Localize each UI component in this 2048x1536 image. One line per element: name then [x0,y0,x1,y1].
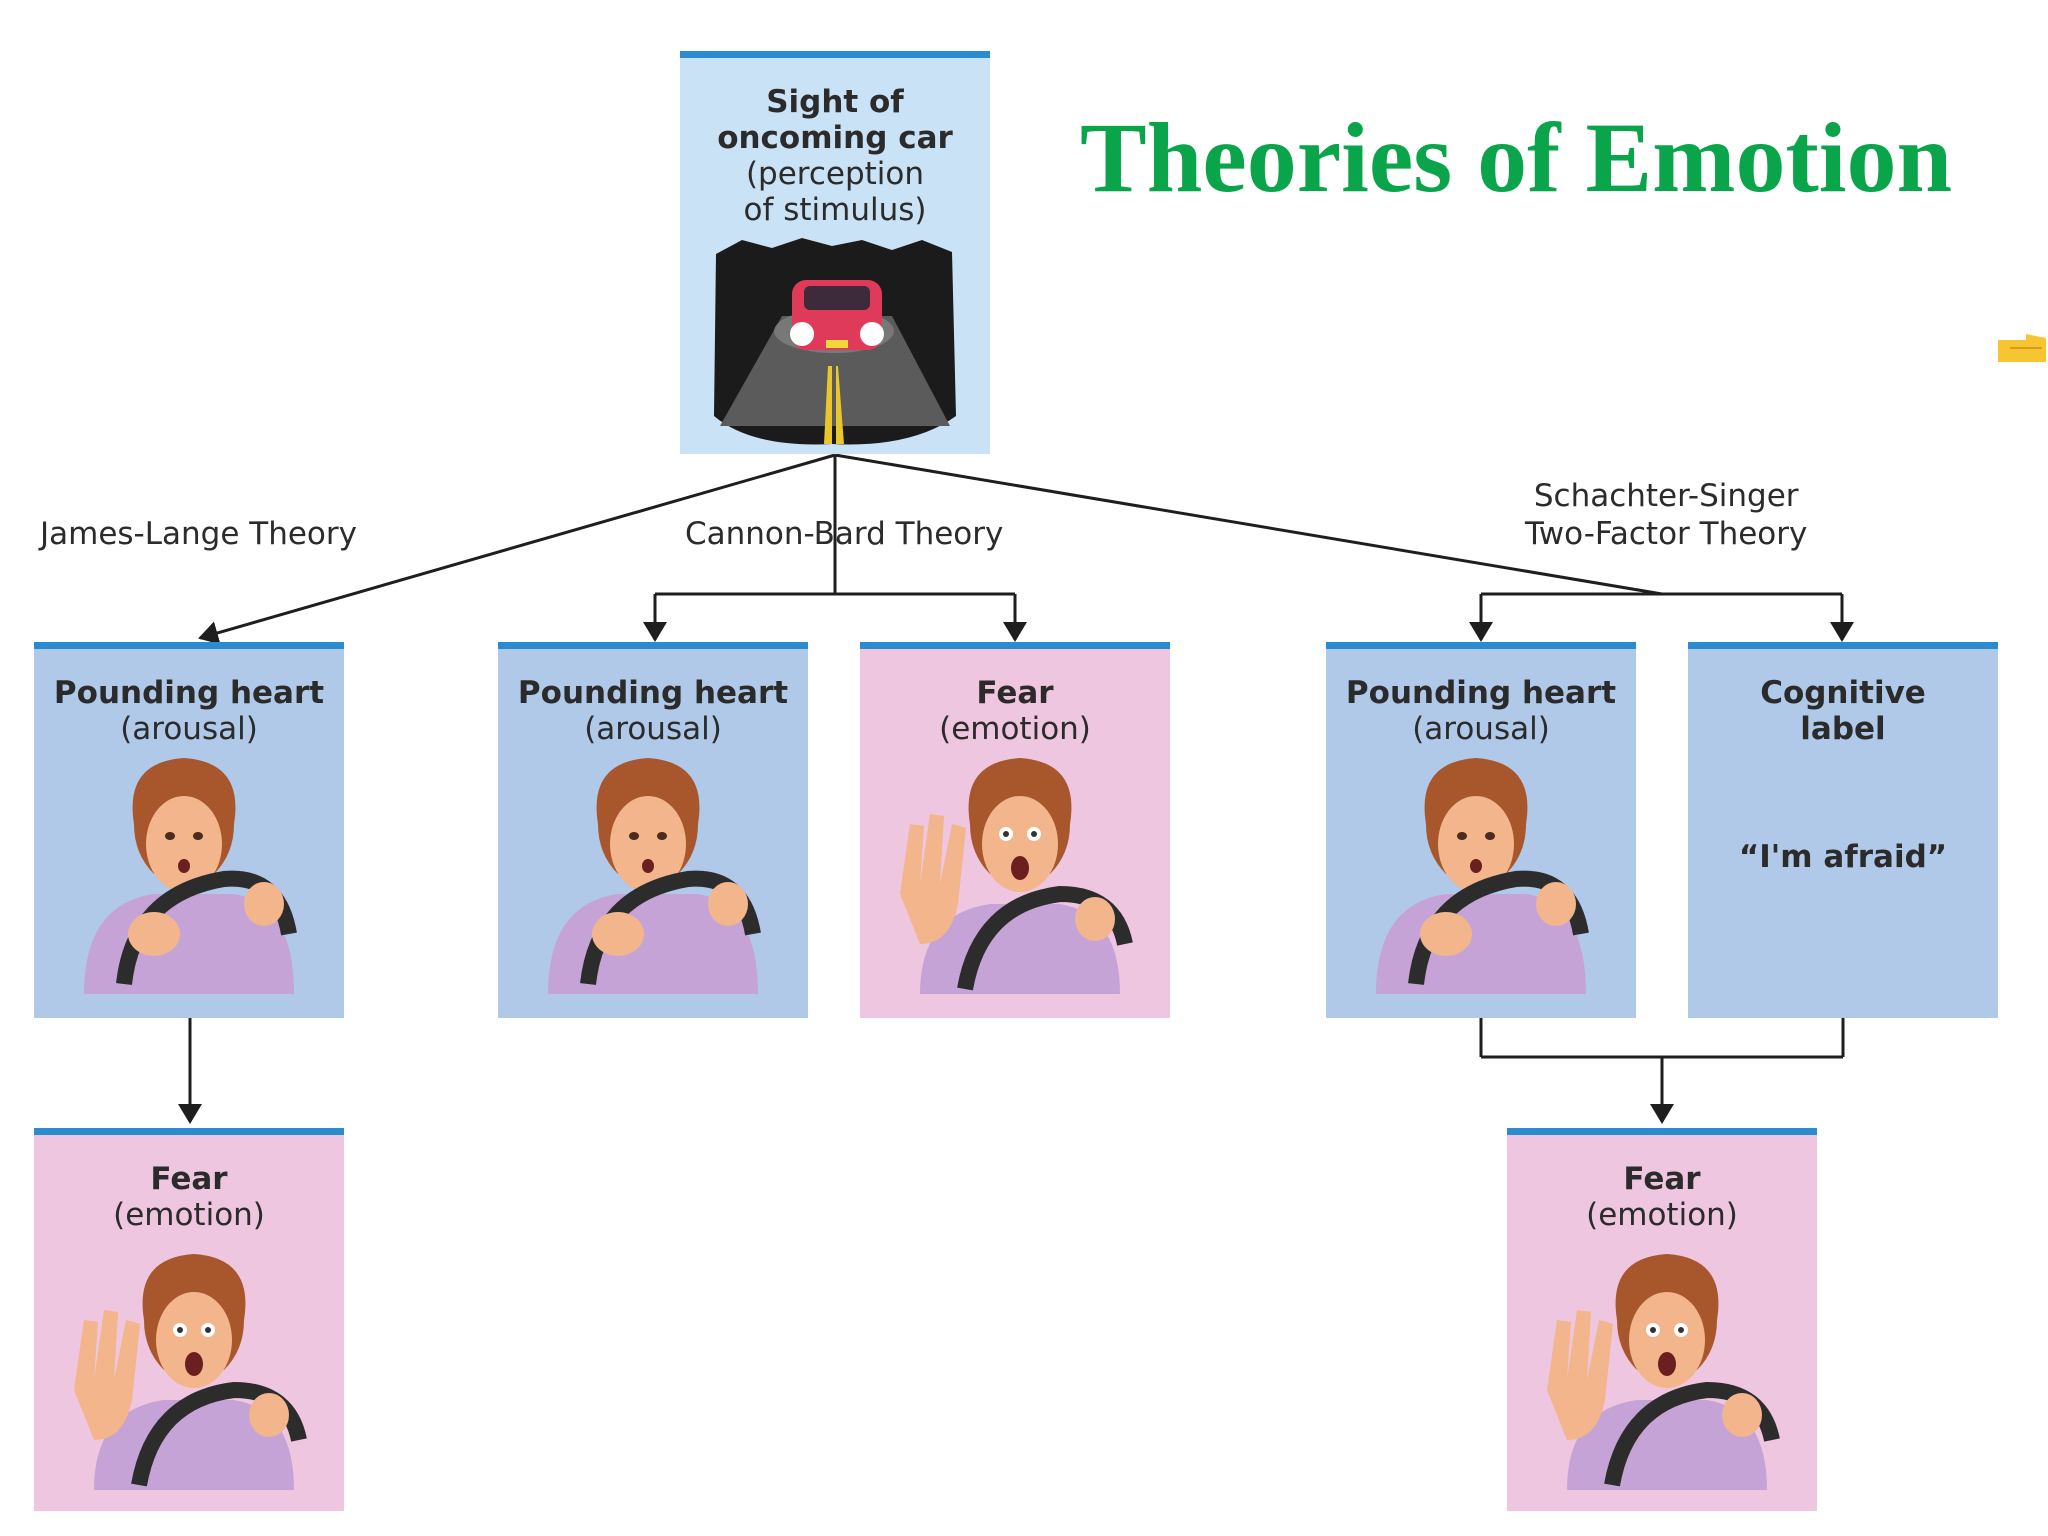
cognitive-quote: “I'm afraid” [1738,839,1948,875]
theory-label-schachter-line1: Schachter-Singer [1533,478,1799,514]
cannon-bard-emotion-box: Fear (emotion) [860,642,1170,1018]
emotion-title: Fear [150,1161,228,1197]
arousal-title: Pounding heart [1345,675,1617,711]
theory-label-schachter-singer: Schachter-Singer Two-Factor Theory [1525,477,1807,553]
schachter-singer-arousal-box: Pounding heart (arousal) [1326,642,1636,1018]
schachter-singer-emotion-box: Fear (emotion) [1507,1128,1817,1511]
arousal-subtitle: (arousal) [584,711,722,747]
emotion-subtitle: (emotion) [1586,1197,1738,1233]
cognitive-title: Cognitive label [1760,675,1926,747]
oncoming-car-illustration [714,238,956,445]
woman-driver-fear-illustration [900,758,1133,994]
james-lange-emotion-box: Fear (emotion) [34,1128,344,1511]
cannon-bard-arousal-box: Pounding heart (arousal) [498,642,808,1018]
emotion-title: Fear [976,675,1054,711]
arousal-subtitle: (arousal) [1412,711,1550,747]
theory-label-cannon-bard: Cannon-Bard Theory [685,516,1004,552]
arousal-title: Pounding heart [517,675,789,711]
stimulus-box: Sight of oncoming car (perception of sti… [680,51,990,454]
stimulus-subtitle: (perception of stimulus) [743,156,927,228]
woman-driver-arousal-illustration [548,758,761,994]
theory-label-schachter-line2: Two-Factor Theory [1525,516,1808,552]
james-lange-arousal-box: Pounding heart (arousal) [34,642,344,1018]
cognitive-label-box: Cognitive label “I'm afraid” [1688,642,1998,1018]
theory-label-james-lange: James-Lange Theory [40,516,357,552]
woman-driver-arousal-illustration [1376,758,1589,994]
arousal-subtitle: (arousal) [120,711,258,747]
woman-driver-fear-illustration [1547,1254,1780,1490]
emotion-title: Fear [1623,1161,1701,1197]
emotion-subtitle: (emotion) [939,711,1091,747]
arousal-title: Pounding heart [53,675,325,711]
woman-driver-arousal-illustration [84,758,297,994]
emotion-subtitle: (emotion) [113,1197,265,1233]
page-title: Theories of Emotion [1080,102,1953,213]
pointing-hand-icon [1998,334,2046,362]
stimulus-title: Sight of oncoming car [717,84,953,156]
woman-driver-fear-illustration [74,1254,307,1490]
